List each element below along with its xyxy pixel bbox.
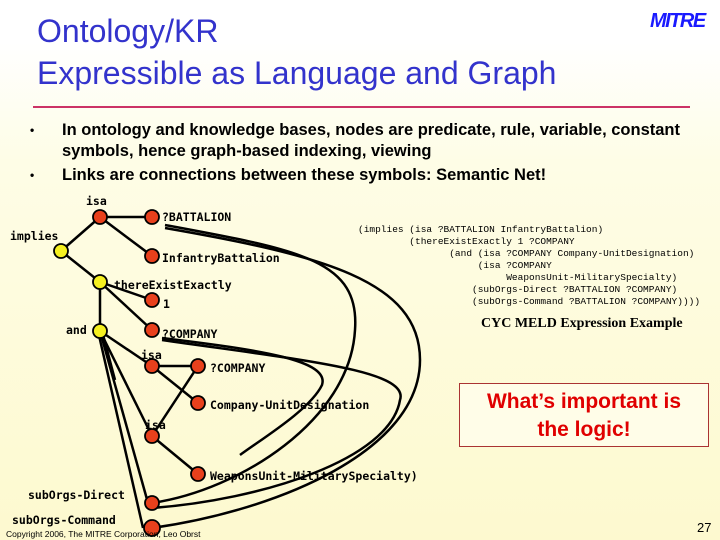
code-caption: CYC MELD Expression Example — [481, 316, 683, 331]
node-label: isa — [145, 418, 166, 432]
bullet-2: • Links are connections between these sy… — [30, 165, 710, 186]
node-label: subOrgs-Direct — [28, 488, 125, 502]
callout-line-1: What’s important is — [486, 390, 682, 413]
mitre-logo: MITRE — [650, 10, 706, 32]
code-line: (thereExistExactly 1 ?COMPANY — [358, 236, 575, 247]
node-infantry-battalion — [144, 248, 160, 264]
bullet-marker: • — [30, 168, 35, 182]
node-label: ?BATTALION — [162, 210, 231, 224]
node-label: isa — [141, 348, 162, 362]
node-label: WeaponsUnit-MilitarySpecialty) — [210, 469, 418, 483]
edge — [60, 216, 101, 252]
edge — [60, 250, 101, 283]
title-line-1: Ontology/KR — [37, 13, 219, 49]
node-company — [144, 322, 160, 338]
copyright-notice: Copyright 2006, The MITRE Corporation, L… — [6, 529, 201, 539]
node-label: Company-UnitDesignation — [210, 398, 369, 412]
graph-edges — [60, 215, 422, 530]
bullet-marker: • — [30, 123, 35, 137]
edge-curve — [151, 338, 402, 510]
edge — [99, 216, 153, 257]
edge — [99, 281, 153, 331]
edge-curve — [161, 336, 324, 457]
code-line: (implies (isa ?BATTALION InfantryBattali… — [358, 224, 604, 235]
node-one — [144, 292, 160, 308]
code-line: (isa ?COMPANY — [358, 260, 552, 271]
node-weapons-unit — [190, 466, 206, 482]
node-label: ?COMPANY — [210, 361, 265, 375]
node-isa — [92, 209, 108, 225]
edge — [96, 330, 145, 529]
graph-nodes — [53, 209, 206, 537]
page-number: 27 — [697, 520, 712, 535]
node-battalion — [144, 209, 160, 225]
node-isa — [144, 428, 160, 444]
node-suborgs-command — [143, 519, 161, 537]
node-company — [190, 358, 206, 374]
node-implies — [53, 243, 69, 259]
node-label: InfantryBattalion — [162, 251, 280, 265]
edge — [99, 329, 153, 368]
node-labels: isa ?BATTALION implies InfantryBattalion… — [10, 194, 418, 527]
edge-curve — [151, 223, 357, 505]
edge — [100, 330, 117, 381]
node-suborgs-direct — [144, 495, 160, 511]
edge — [151, 365, 199, 404]
cycl-code-block: (implies (isa ?BATTALION InfantryBattali… — [358, 224, 700, 308]
edge — [151, 435, 199, 475]
edge — [98, 330, 154, 437]
callout-line-2: the logic! — [537, 418, 631, 441]
edge — [99, 280, 153, 302]
node-label: and — [66, 323, 87, 337]
node-label: 1 — [163, 297, 170, 311]
node-label: isa — [86, 194, 107, 208]
code-line: (and (isa ?COMPANY Company-UnitDesignati… — [358, 248, 695, 259]
node-company-unit-designation — [190, 395, 206, 411]
node-label: implies — [10, 229, 58, 243]
code-line: WeaponsUnit-MilitarySpecialty) — [358, 272, 678, 283]
slide-title: Ontology/KR Expressible as Language and … — [37, 10, 556, 94]
node-label: thereExistExactly — [114, 278, 232, 292]
edge — [150, 365, 200, 437]
title-divider — [33, 106, 690, 108]
node-there-exist-exactly — [92, 274, 108, 290]
callout-box: What’s important is the logic! — [459, 383, 709, 447]
bullet-text: Links are connections between these symb… — [62, 166, 547, 184]
title-line-2: Expressible as Language and Graph — [37, 55, 557, 91]
code-line: (subOrgs-Direct ?BATTALION ?COMPANY) — [358, 284, 678, 295]
edge — [98, 330, 150, 504]
node-label: subOrgs-Command — [12, 513, 116, 527]
node-isa — [144, 358, 160, 374]
bullet-text: In ontology and knowledge bases, nodes a… — [62, 121, 680, 160]
edge-curve — [151, 226, 422, 530]
code-line: (subOrgs-Command ?BATTALION ?COMPANY)))) — [358, 296, 701, 307]
node-label: ?COMPANY — [162, 327, 217, 341]
node-and — [92, 323, 108, 339]
bullet-1: • In ontology and knowledge bases, nodes… — [30, 120, 710, 162]
